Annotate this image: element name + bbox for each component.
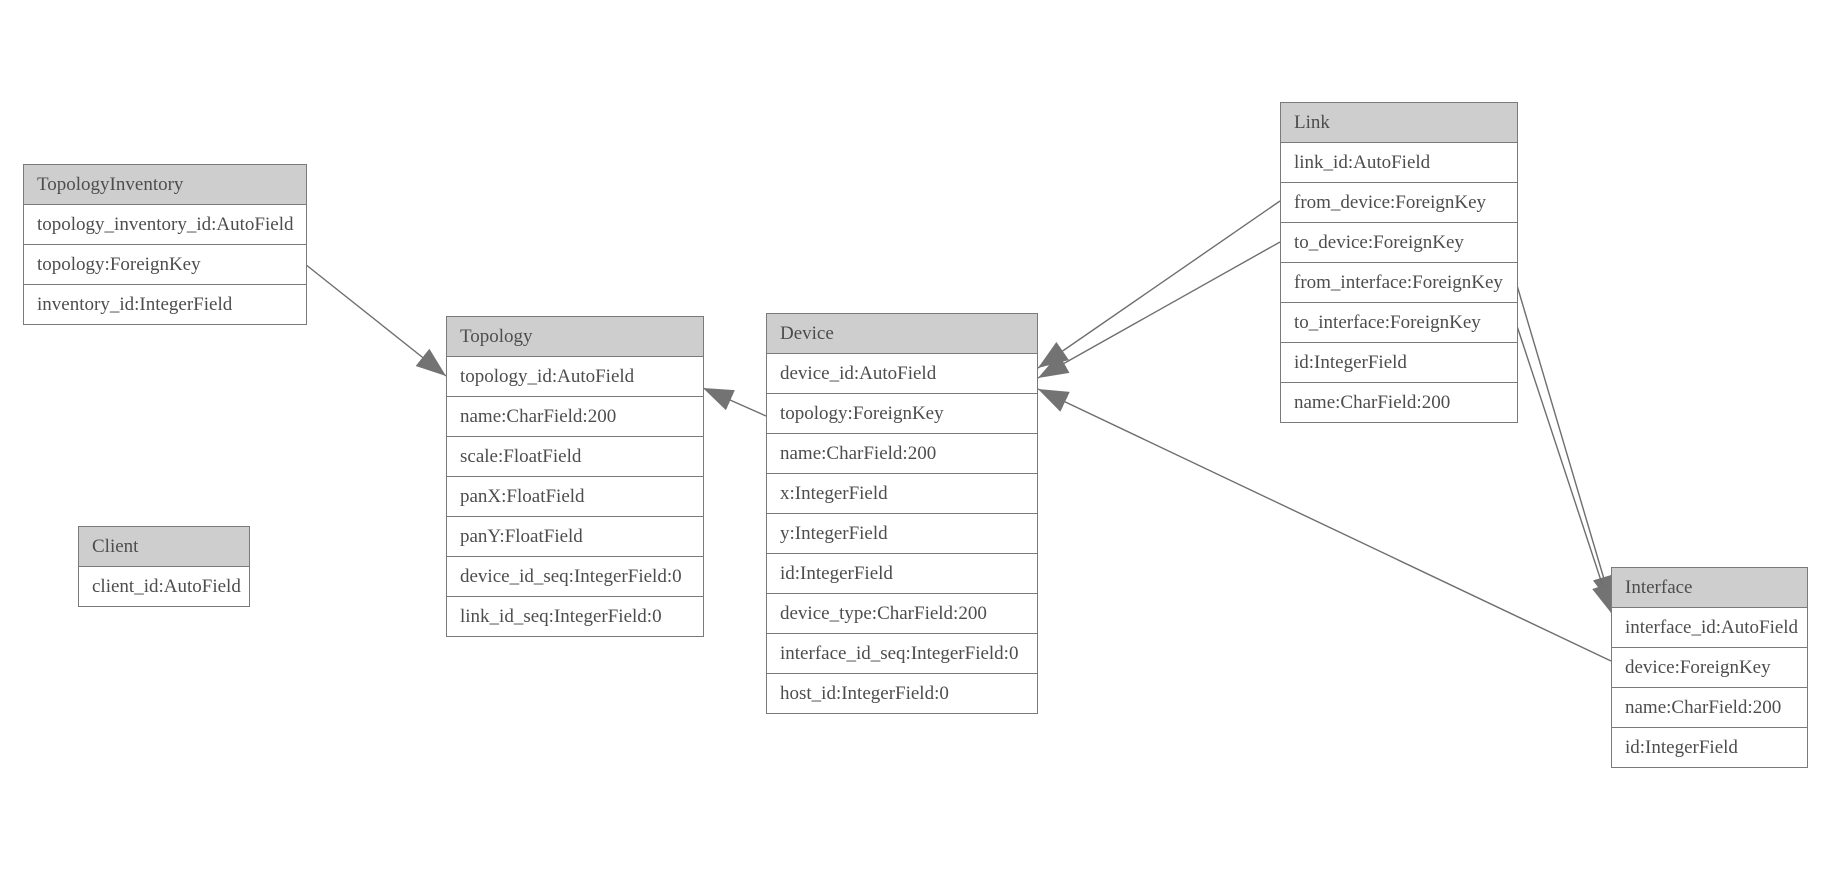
entity-header-client: Client	[79, 527, 249, 567]
entity-field-row: x:IntegerField	[767, 474, 1037, 514]
entity-field-row: inventory_id:IntegerField	[24, 285, 306, 324]
entity-field-row: interface_id_seq:IntegerField:0	[767, 634, 1037, 674]
entity-field-row: topology_inventory_id:AutoField	[24, 205, 306, 245]
entity-field-row: id:IntegerField	[767, 554, 1037, 594]
entity-field-row: device_type:CharField:200	[767, 594, 1037, 634]
entity-header-topology: Topology	[447, 317, 703, 357]
entity-field-row: client_id:AutoField	[79, 567, 249, 606]
entity-field-row: name:CharField:200	[1612, 688, 1807, 728]
entity-field-row: from_device:ForeignKey	[1281, 183, 1517, 223]
relationship-line-device-topology	[702, 387, 767, 417]
entity-field-row: to_interface:ForeignKey	[1281, 303, 1517, 343]
entity-field-row: link_id_seq:IntegerField:0	[447, 597, 703, 636]
entity-field-row: id:IntegerField	[1612, 728, 1807, 767]
entity-header-interface: Interface	[1612, 568, 1807, 608]
entity-field-row: from_interface:ForeignKey	[1281, 263, 1517, 303]
entity-field-row: interface_id:AutoField	[1612, 608, 1807, 648]
relationship-line-link-to-device	[1037, 241, 1281, 379]
entity-field-row: host_id:IntegerField:0	[767, 674, 1037, 713]
entity-field-row: id:IntegerField	[1281, 343, 1517, 383]
relationship-line-topologyinventory-topology	[304, 263, 447, 377]
relationship-line-link-to-interface	[1515, 322, 1614, 615]
entity-field-row: y:IntegerField	[767, 514, 1037, 554]
entity-field-row: to_device:ForeignKey	[1281, 223, 1517, 263]
relationship-line-link-from-interface	[1515, 281, 1615, 607]
entity-field-row: name:CharField:200	[1281, 383, 1517, 422]
entity-field-row: panY:FloatField	[447, 517, 703, 557]
entity-field-row: topology:ForeignKey	[767, 394, 1037, 434]
relationship-line-interface-device	[1037, 388, 1612, 662]
entity-field-row: scale:FloatField	[447, 437, 703, 477]
entity-field-row: device_id_seq:IntegerField:0	[447, 557, 703, 597]
entity-header-topology-inventory: TopologyInventory	[24, 165, 306, 205]
relationship-line-link-from-device	[1037, 200, 1281, 369]
entity-header-link: Link	[1281, 103, 1517, 143]
relationship-edges	[304, 200, 1615, 662]
entity-field-row: name:CharField:200	[447, 397, 703, 437]
entity-field-row: link_id:AutoField	[1281, 143, 1517, 183]
entity-field-row: device_id:AutoField	[767, 354, 1037, 394]
entity-field-row: topology_id:AutoField	[447, 357, 703, 397]
entity-field-row: topology:ForeignKey	[24, 245, 306, 285]
entity-header-device: Device	[767, 314, 1037, 354]
entity-field-row: name:CharField:200	[767, 434, 1037, 474]
entity-field-row: panX:FloatField	[447, 477, 703, 517]
entity-field-row: device:ForeignKey	[1612, 648, 1807, 688]
